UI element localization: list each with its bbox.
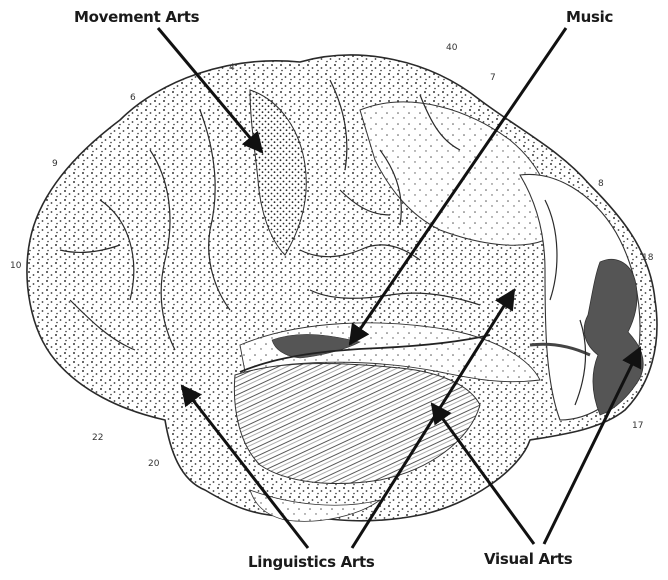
area-number-17: 17 xyxy=(632,421,643,431)
area-number-20: 20 xyxy=(148,459,160,469)
area-number-4: 4 xyxy=(229,63,235,73)
label-visual-arts: Visual Arts xyxy=(484,550,572,568)
label-movement-arts: Movement Arts xyxy=(74,8,199,26)
area-number-10: 10 xyxy=(10,261,22,271)
area-number-22: 22 xyxy=(92,433,103,443)
area-number-6: 6 xyxy=(130,93,136,103)
label-music: Music xyxy=(566,8,613,26)
area-number-18: 18 xyxy=(642,253,654,263)
area-number-9: 9 xyxy=(52,159,58,169)
label-linguistics-arts: Linguistics Arts xyxy=(248,553,375,571)
area-number-40: 40 xyxy=(446,43,458,53)
area-number-8: 8 xyxy=(598,179,604,189)
area-number-7: 7 xyxy=(490,73,496,83)
